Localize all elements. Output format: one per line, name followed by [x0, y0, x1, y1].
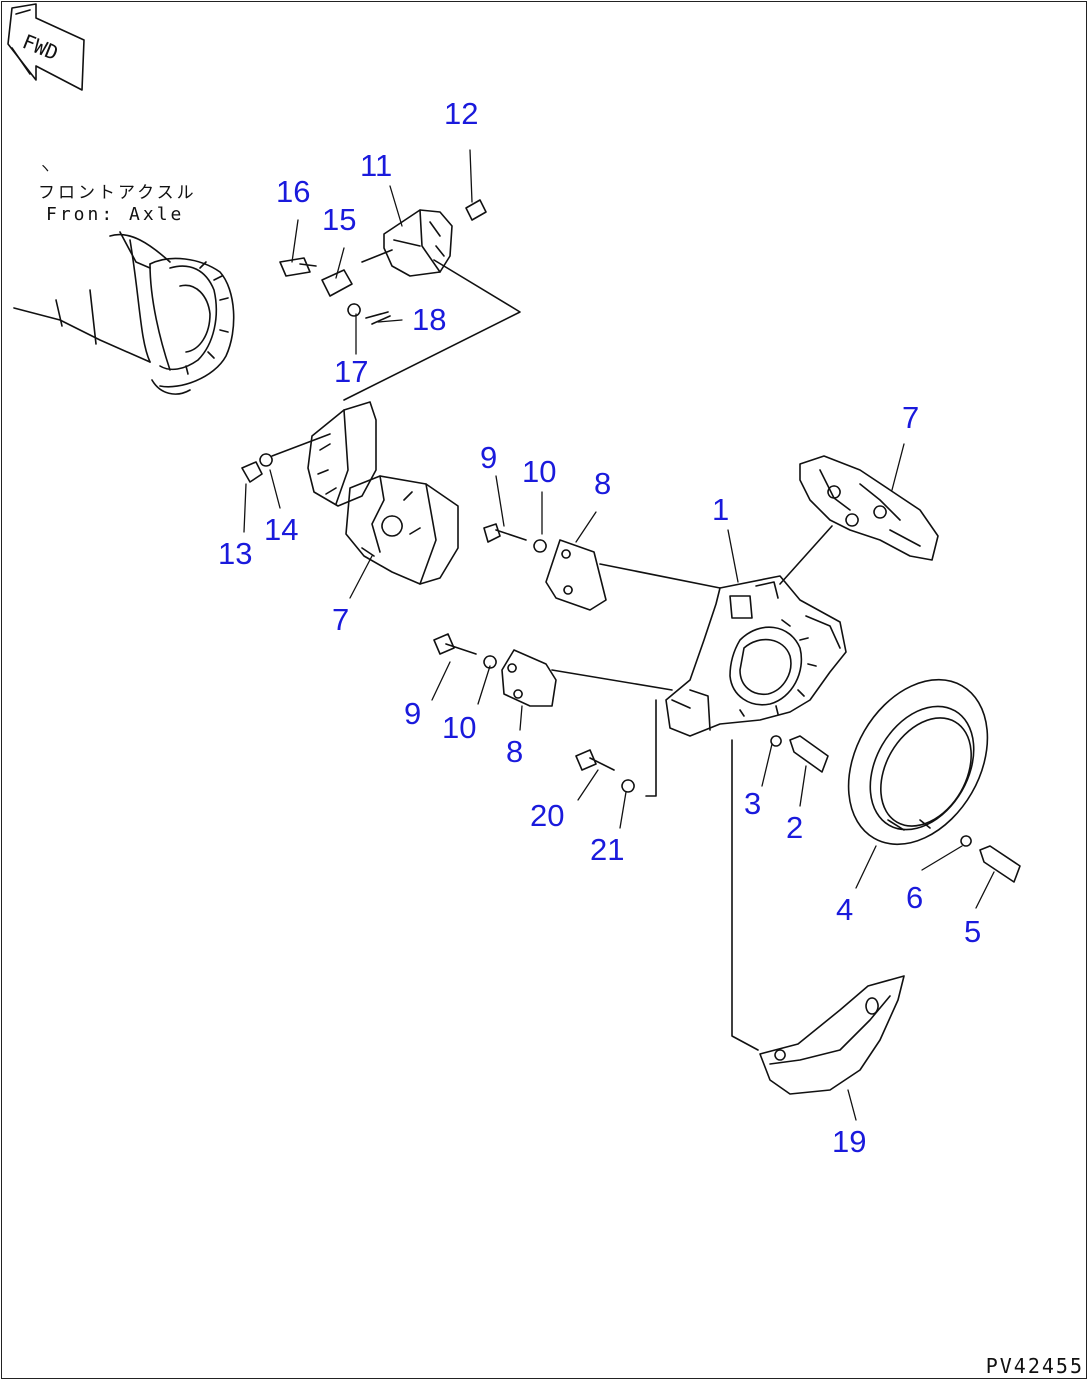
callout-12: 12	[444, 96, 479, 131]
callout-9-upper: 9	[480, 440, 498, 475]
callout-8-lower: 8	[506, 734, 524, 769]
callout-7-left: 7	[332, 602, 350, 637]
dust-cover-drawing	[731, 739, 905, 1095]
note-mark: ヽ	[38, 161, 55, 177]
callout-21: 21	[590, 832, 625, 867]
callout-11: 11	[360, 148, 393, 183]
front-axle-drawing	[13, 231, 235, 395]
bolt-2-3-drawing	[770, 735, 829, 773]
callout-6: 6	[906, 880, 924, 915]
callout-19: 19	[832, 1124, 867, 1159]
callout-16: 16	[276, 174, 311, 209]
fwd-arrow-icon	[7, 3, 85, 91]
callout-10-upper: 10	[522, 454, 557, 489]
callout-3: 3	[744, 786, 762, 821]
drawing-number: PV42455	[985, 1354, 1084, 1378]
callout-14: 14	[264, 512, 299, 547]
pad-plate-lower-drawing	[433, 633, 673, 707]
callout-15: 15	[322, 202, 357, 237]
callout-9-lower: 9	[404, 696, 422, 731]
callout-13: 13	[218, 536, 253, 571]
brake-disc-drawing	[847, 678, 1021, 883]
callout-8-upper: 8	[594, 466, 612, 501]
caliper-left-drawing	[241, 401, 459, 585]
callout-17: 17	[334, 354, 369, 389]
front-axle-note-jp: フロントアクスル	[38, 183, 197, 203]
callout-10-lower: 10	[442, 710, 477, 745]
sensor-group-drawing	[279, 199, 521, 401]
callout-4: 4	[836, 892, 854, 927]
callout-1: 1	[712, 492, 730, 527]
caliper-right-drawing	[799, 455, 939, 561]
callout-18: 18	[412, 302, 447, 337]
pad-plate-upper-drawing	[483, 523, 721, 611]
callout-20: 20	[530, 798, 565, 833]
fwd-label: FWD	[19, 29, 61, 65]
callout-7-right: 7	[902, 400, 920, 435]
bracket-drawing	[665, 525, 847, 737]
callout-2: 2	[786, 810, 804, 845]
front-axle-note-en: Fron: Axle	[46, 204, 185, 225]
callout-5: 5	[964, 914, 982, 949]
leader-lines	[243, 149, 995, 1121]
bolt-20-21-drawing	[575, 699, 657, 797]
